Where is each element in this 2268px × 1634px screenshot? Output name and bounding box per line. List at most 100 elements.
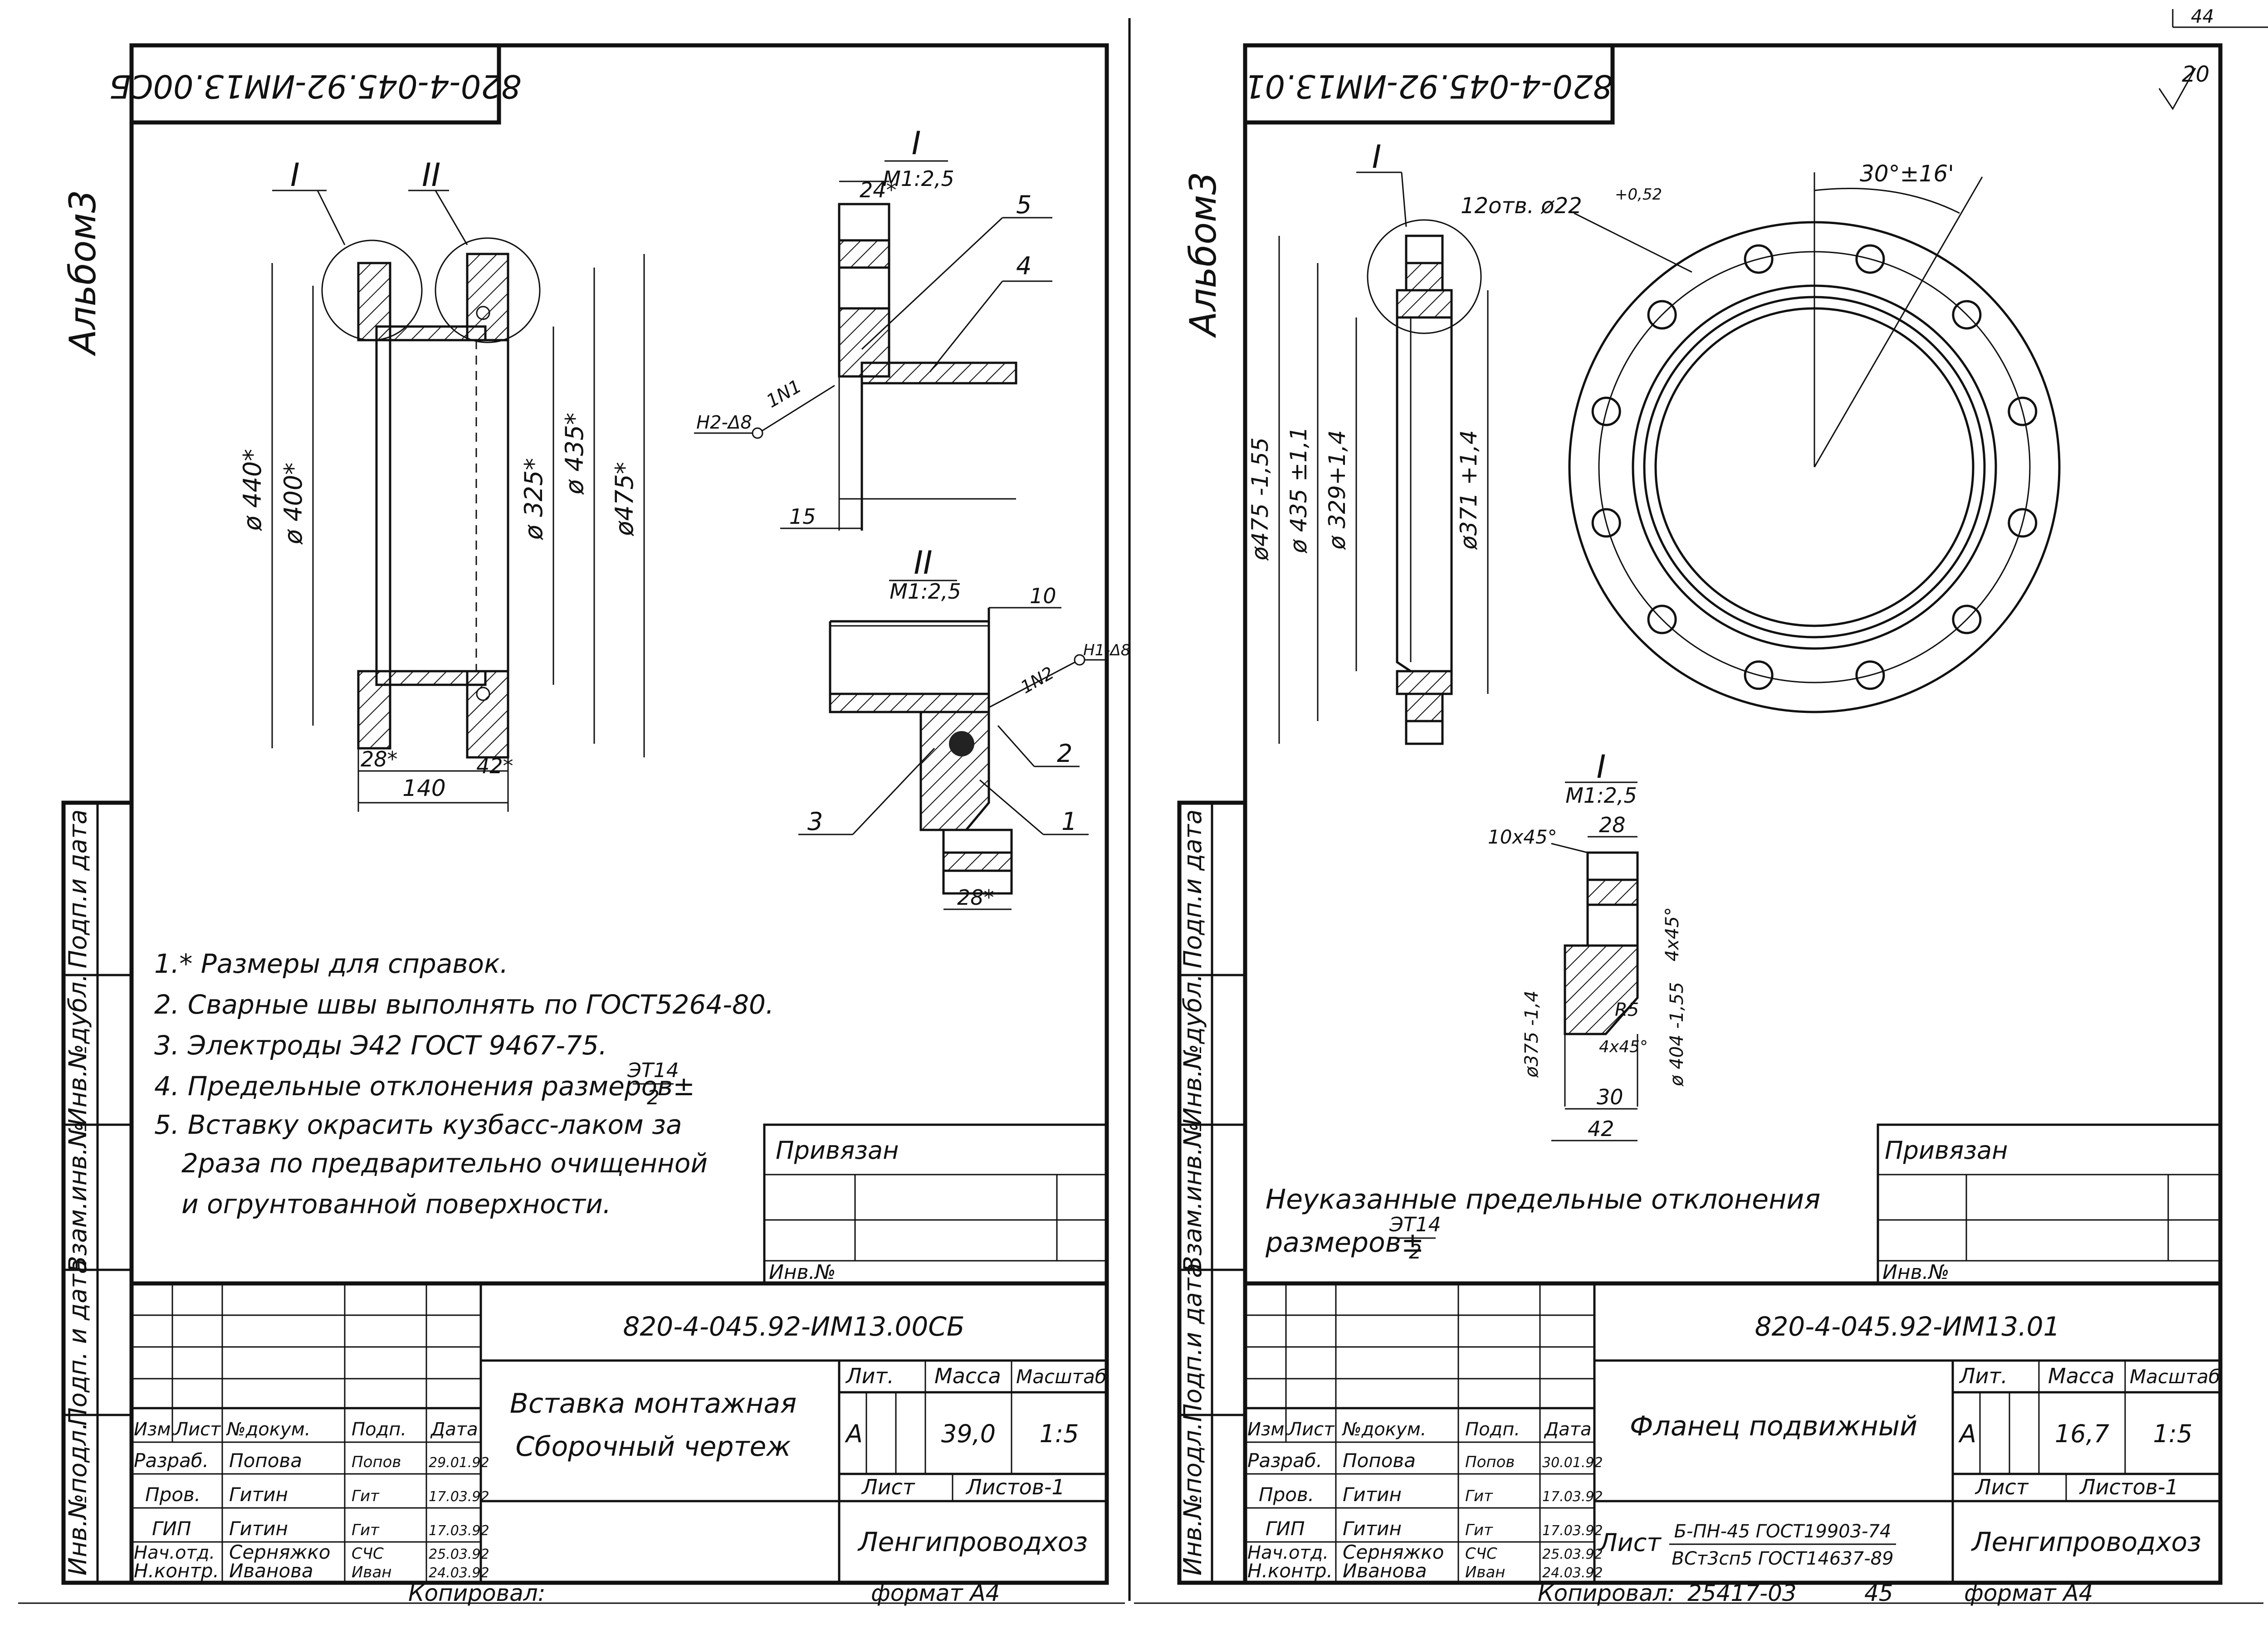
left-title-line-1: Вставка монтажная [510, 1388, 797, 1419]
right-side-label-podp-1: Подп.и дата [1178, 810, 1207, 969]
right-title-block: Изм. Лист №докум. Подп. Дата Разраб. Поп… [1243, 1281, 2223, 1606]
left-pipe-wall-bottom [375, 670, 487, 686]
right-roughness: 20 [2182, 62, 2209, 87]
left-detail2-callout-1: 1 [1061, 807, 1077, 836]
left-detail2-callout-3: 3 [807, 807, 823, 836]
right-section-bottom-hatch-2 [1405, 693, 1444, 722]
right-sheet-label: Лист [1975, 1475, 2029, 1499]
right-scale-label: Масштаб [2130, 1366, 2220, 1388]
left-oring-top [476, 306, 490, 320]
left-detail2-dim-10: 10 [1030, 584, 1056, 608]
left-dim-140: 140 [402, 775, 445, 801]
left-note-3: 3. Электроды Э42 ГОСТ 9467-75. [154, 1030, 607, 1061]
left-detail1-leader-4 [929, 281, 1003, 372]
right-detail-r5: R5 [1615, 1000, 1639, 1020]
page-number: 44 [2191, 6, 2214, 27]
left-side-label-podl: Инв.№подл. [64, 1422, 92, 1575]
right-side-label-vzam: Взам.инв.№ [1178, 1122, 1207, 1273]
right-frame [1243, 43, 2223, 1585]
right-format: формат А4 [1964, 1580, 2093, 1606]
left-leader-II [435, 190, 468, 245]
right-bolt-holes [1591, 244, 2038, 690]
right-lit-value: А [1958, 1419, 1976, 1448]
bolt-hole [2008, 508, 2038, 538]
left-header-doc: №докум. [226, 1419, 310, 1440]
left-note-5-cont-1: 2раза по предварительно очищенной [181, 1148, 708, 1179]
right-material-bottom: ВСт3сп5 ГОСТ14637-89 [1672, 1548, 1893, 1569]
left-code-rotated: 820-4-045.92-ИМ13.00СБ [109, 68, 522, 105]
right-detail-hatch-1 [1586, 878, 1639, 906]
left-row-5-sign: Иван [352, 1563, 392, 1581]
left-detail1-top-hatch [838, 239, 890, 269]
right-side-label-podp-2: Подп.и дата [1178, 1263, 1207, 1422]
left-side-label-vzam: Взам.инв.№ [64, 1122, 92, 1273]
left-row-1-name: Попова [229, 1449, 302, 1472]
right-row-2-role: Пров. [1259, 1483, 1314, 1506]
left-row-3-sign: Гит [352, 1521, 380, 1539]
left-title-line-2: Сборочный чертеж [516, 1431, 791, 1463]
left-detail2-leader-1 [979, 779, 1044, 835]
right-row-3-date: 17.03.92 [1542, 1523, 1603, 1539]
left-dim-475: ø475* [610, 462, 639, 536]
right-title: Фланец подвижный [1630, 1410, 1917, 1442]
right-detail-c4x45b: 4х45° [1599, 1038, 1648, 1056]
left-detail1-top-body [838, 203, 890, 242]
left-dim-435: ø 435* [560, 413, 589, 495]
left-detail-circle-2 [435, 237, 541, 343]
left-detail-II: II М1:2,5 10 28* Н1-Δ8 1N2 2 [798, 544, 1130, 910]
right-album-label: Альбом3 [1182, 172, 1224, 339]
left-note-4-tolerance-num: ЭТ14 [627, 1059, 679, 1082]
left-lit-label: Лит. [845, 1364, 894, 1388]
right-dim-329: ø 329+1,4 [1324, 430, 1350, 550]
right-scale-value: 1:5 [2153, 1419, 2193, 1448]
bolt-hole [1855, 660, 1885, 690]
right-privyazan-box: Привязан Инв.№ [1877, 1123, 2222, 1285]
left-detail1-dim-24: 24* [860, 178, 897, 202]
bolt-hole [1647, 300, 1677, 330]
right-detail-top [1586, 851, 1639, 881]
right-code-box [1243, 43, 1615, 125]
bolt-hole [1647, 605, 1677, 634]
left-detail1-dim-15: 15 [789, 504, 816, 529]
left-row-3-date: 17.03.92 [429, 1523, 489, 1539]
left-mass-value: 39,0 [941, 1419, 996, 1448]
right-row-5-sign: Иван [1465, 1563, 1505, 1581]
right-row-3-sign: Гит [1465, 1521, 1493, 1539]
left-detail2-label: II [914, 544, 932, 581]
left-flange-top-right [466, 253, 509, 341]
right-sheets-label: Листов-1 [2079, 1475, 2179, 1499]
right-detail-chamfer-1: 10х45° [1488, 826, 1557, 848]
left-scale-value: 1:5 [1040, 1419, 1079, 1448]
left-mass-label: Масса [934, 1364, 1001, 1388]
left-org: Ленгипроводхоз [857, 1527, 1088, 1557]
right-org: Ленгипроводхоз [1971, 1527, 2201, 1557]
right-section-top-bolt [1405, 234, 1444, 264]
right-side-stamp: Подп.и дата Инв.№дубл. Взам.инв.№ Подп.и… [1177, 800, 1247, 1585]
right-angle: 30°±16' [1860, 161, 1954, 187]
left-dim-400: ø 400* [279, 463, 308, 545]
right-section-top-hatch-1 [1405, 262, 1444, 292]
right-detail-I: I М1:2,5 10х45° 28 4х45° R5 4х45° ø375 -… [1488, 748, 1687, 1141]
right-row-1-role: Разраб. [1247, 1449, 1322, 1472]
right-copy-number: 25417-03 [1687, 1580, 1797, 1606]
left-row-2-role: Пров. [145, 1483, 200, 1506]
left-dim-42: 42* [476, 754, 513, 778]
left-header-list: Лист [174, 1419, 221, 1440]
right-dim-435: ø 435 ±1,1 [1286, 426, 1312, 553]
right-row-2-sign: Гит [1465, 1487, 1493, 1505]
left-side-label-podp-1: Подп.и дата [64, 810, 92, 969]
bolt-hole [1952, 605, 1982, 634]
right-row-4-role: Нач.отд. [1247, 1542, 1329, 1563]
left-header-date: Дата [430, 1419, 478, 1440]
right-privyazan: Привязан [1885, 1136, 2008, 1165]
left-view-label-II: II [422, 156, 440, 194]
right-view-label: I [1372, 138, 1382, 176]
right-note-tolerance-num: ЭТ14 [1389, 1213, 1441, 1236]
left-detail1-weld-circle [752, 427, 763, 439]
right-row-5-date: 24.03.92 [1542, 1565, 1603, 1581]
bolt-hole [1744, 660, 1774, 690]
right-side-label-dubl: Инв.№дубл. [1178, 974, 1207, 1126]
left-detail1-weld-leader [762, 385, 835, 432]
right-holes-leader [1574, 212, 1692, 273]
right-angle-arc [1814, 188, 1960, 214]
